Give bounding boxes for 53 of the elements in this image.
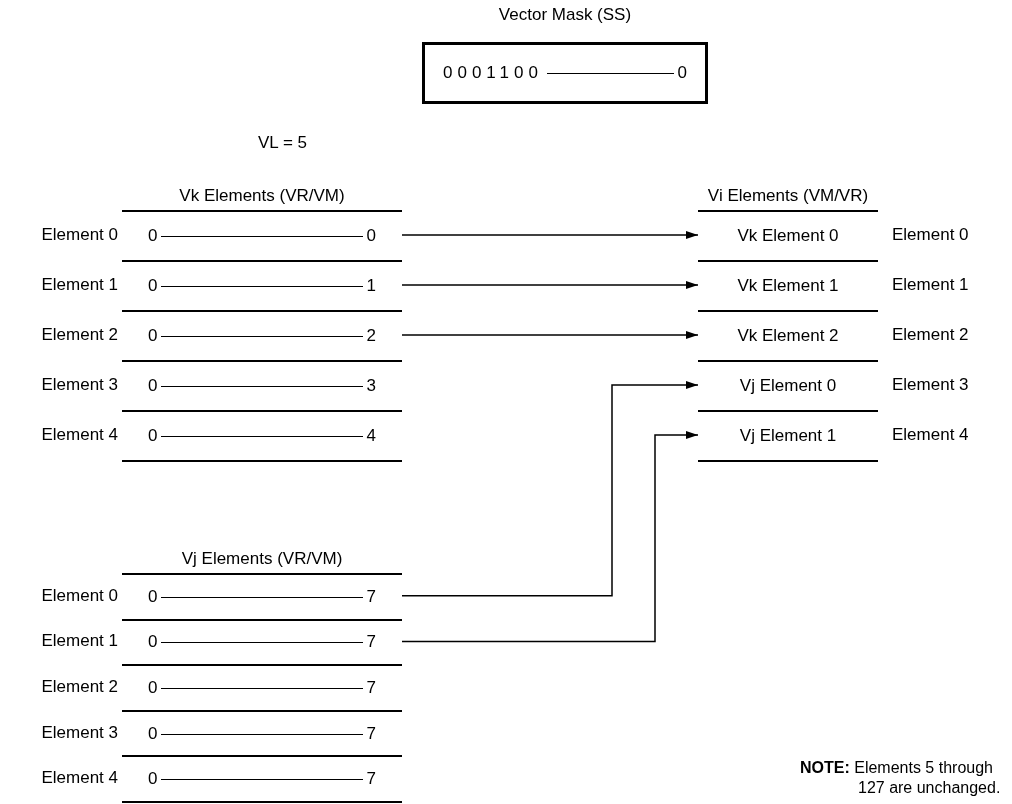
- element-label: Vk Element 2: [737, 326, 839, 346]
- bit-number: 0: [148, 326, 158, 346]
- bit-number: 7: [366, 723, 376, 744]
- register-title: Vector Mask (SS): [498, 5, 632, 25]
- bit-number: 0001100: [443, 63, 543, 83]
- bit-number: 0: [148, 426, 158, 446]
- element-index: Element 4: [41, 768, 118, 789]
- bit-number: 0: [148, 723, 158, 744]
- bit-number: 7: [366, 632, 376, 653]
- element-index: Element 3: [41, 722, 118, 743]
- bit-number: 0: [148, 632, 158, 653]
- element-index: Element 2: [41, 677, 118, 697]
- element-index: Element 1: [41, 275, 118, 295]
- arrow: [401, 281, 699, 289]
- element-label: Vk Element 0: [737, 226, 839, 246]
- register-title: Vi Elements (VM/VR): [707, 186, 869, 206]
- element-index: Element 1: [892, 275, 969, 295]
- element-index: Element 3: [41, 375, 118, 395]
- register-title: Vj Elements (VR/VM): [181, 549, 343, 569]
- element-label: Vk Element 1: [737, 276, 839, 296]
- bit-number: 4: [366, 426, 376, 446]
- bit-number: 0: [148, 769, 158, 790]
- note-text: NOTE: Elements 5 through 127 are unchanged.: [800, 758, 1002, 798]
- arrow: [401, 331, 699, 339]
- element-index: Element 1: [41, 631, 118, 652]
- element-index: Element 0: [41, 225, 118, 245]
- element-index: Element 0: [892, 225, 969, 245]
- bit-number: 1: [366, 276, 376, 296]
- bit-number: 2: [366, 326, 376, 346]
- bit-number: 7: [366, 586, 376, 607]
- bit-number: 3: [366, 376, 376, 396]
- bit-number: 7: [366, 678, 376, 698]
- bit-number: 0: [148, 226, 158, 246]
- vector-length-label: VL = 5: [258, 133, 307, 153]
- bit-number: 7: [366, 769, 376, 790]
- element-label: Vj Element 1: [739, 426, 837, 446]
- element-index: Element 4: [41, 425, 118, 445]
- element-index: Element 3: [892, 375, 969, 395]
- bit-number: 0: [677, 63, 687, 83]
- bit-number: 0: [148, 276, 158, 296]
- element-index: Element 0: [41, 585, 118, 606]
- arrow: [401, 231, 699, 239]
- register-title: Vk Elements (VR/VM): [179, 186, 345, 206]
- arrow: [401, 431, 699, 643]
- element-label: Vj Element 0: [739, 376, 837, 396]
- bit-number: 0: [148, 376, 158, 396]
- element-index: Element 4: [892, 425, 969, 445]
- bit-number: 0: [148, 586, 158, 607]
- bit-number: 0: [366, 226, 376, 246]
- arrow: [401, 381, 699, 597]
- bit-number: 0: [148, 678, 158, 698]
- element-index: Element 2: [41, 325, 118, 345]
- element-index: Element 2: [892, 325, 969, 345]
